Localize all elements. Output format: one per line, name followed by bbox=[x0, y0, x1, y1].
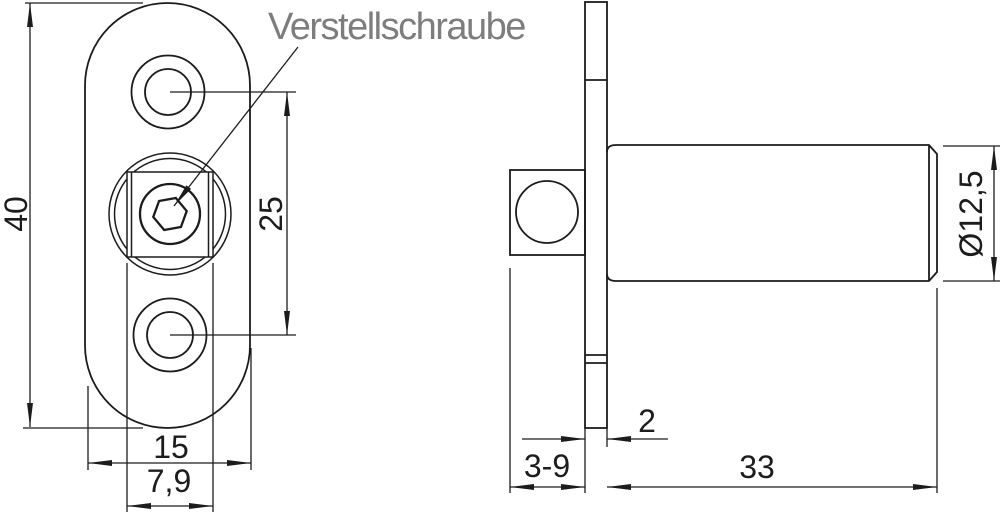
flange-edge bbox=[584, 1, 608, 429]
screw-collar-outer bbox=[108, 152, 232, 276]
front-view bbox=[84, 2, 251, 429]
dim-flange-thickness: 2 bbox=[522, 403, 668, 447]
screw-block-circle bbox=[515, 180, 579, 244]
screw-square-body bbox=[126, 171, 214, 258]
dim-text-adjust-range: 3-9 bbox=[524, 448, 570, 484]
dim-shaft-length: 33 bbox=[607, 288, 938, 493]
dim-text-shaft-length: 33 bbox=[739, 449, 775, 485]
dim-plate-height: 40 bbox=[0, 2, 143, 429]
adjustment-screw bbox=[108, 152, 232, 276]
dim-plate-width: 15 bbox=[87, 348, 252, 470]
dim-text-flange-thickness: 2 bbox=[638, 403, 656, 439]
plate-outline bbox=[84, 2, 251, 429]
side-view bbox=[509, 1, 938, 429]
dim-text-screw-width: 7,9 bbox=[147, 463, 191, 499]
dim-text-plate-width: 15 bbox=[153, 429, 189, 465]
screw-block-side bbox=[509, 169, 586, 256]
part-label: Verstellschraube bbox=[268, 6, 525, 48]
dim-screw-width: 7,9 bbox=[126, 263, 214, 512]
leader-line bbox=[173, 46, 299, 207]
dim-adjust-range: 3-9 bbox=[509, 268, 586, 493]
annotation-leader: Verstellschraube bbox=[173, 6, 527, 207]
dim-text-hole-spacing: 25 bbox=[253, 196, 289, 232]
dim-hole-spacing: 25 bbox=[170, 91, 296, 336]
dim-text-shaft-diameter: Ø12,5 bbox=[953, 170, 989, 257]
screw-head-circle bbox=[138, 182, 202, 246]
screw-collar-inner bbox=[113, 157, 227, 271]
shaft-outline bbox=[606, 144, 938, 282]
dim-shaft-diameter: Ø12,5 bbox=[943, 145, 1000, 282]
dim-text-plate-height: 40 bbox=[0, 196, 34, 232]
